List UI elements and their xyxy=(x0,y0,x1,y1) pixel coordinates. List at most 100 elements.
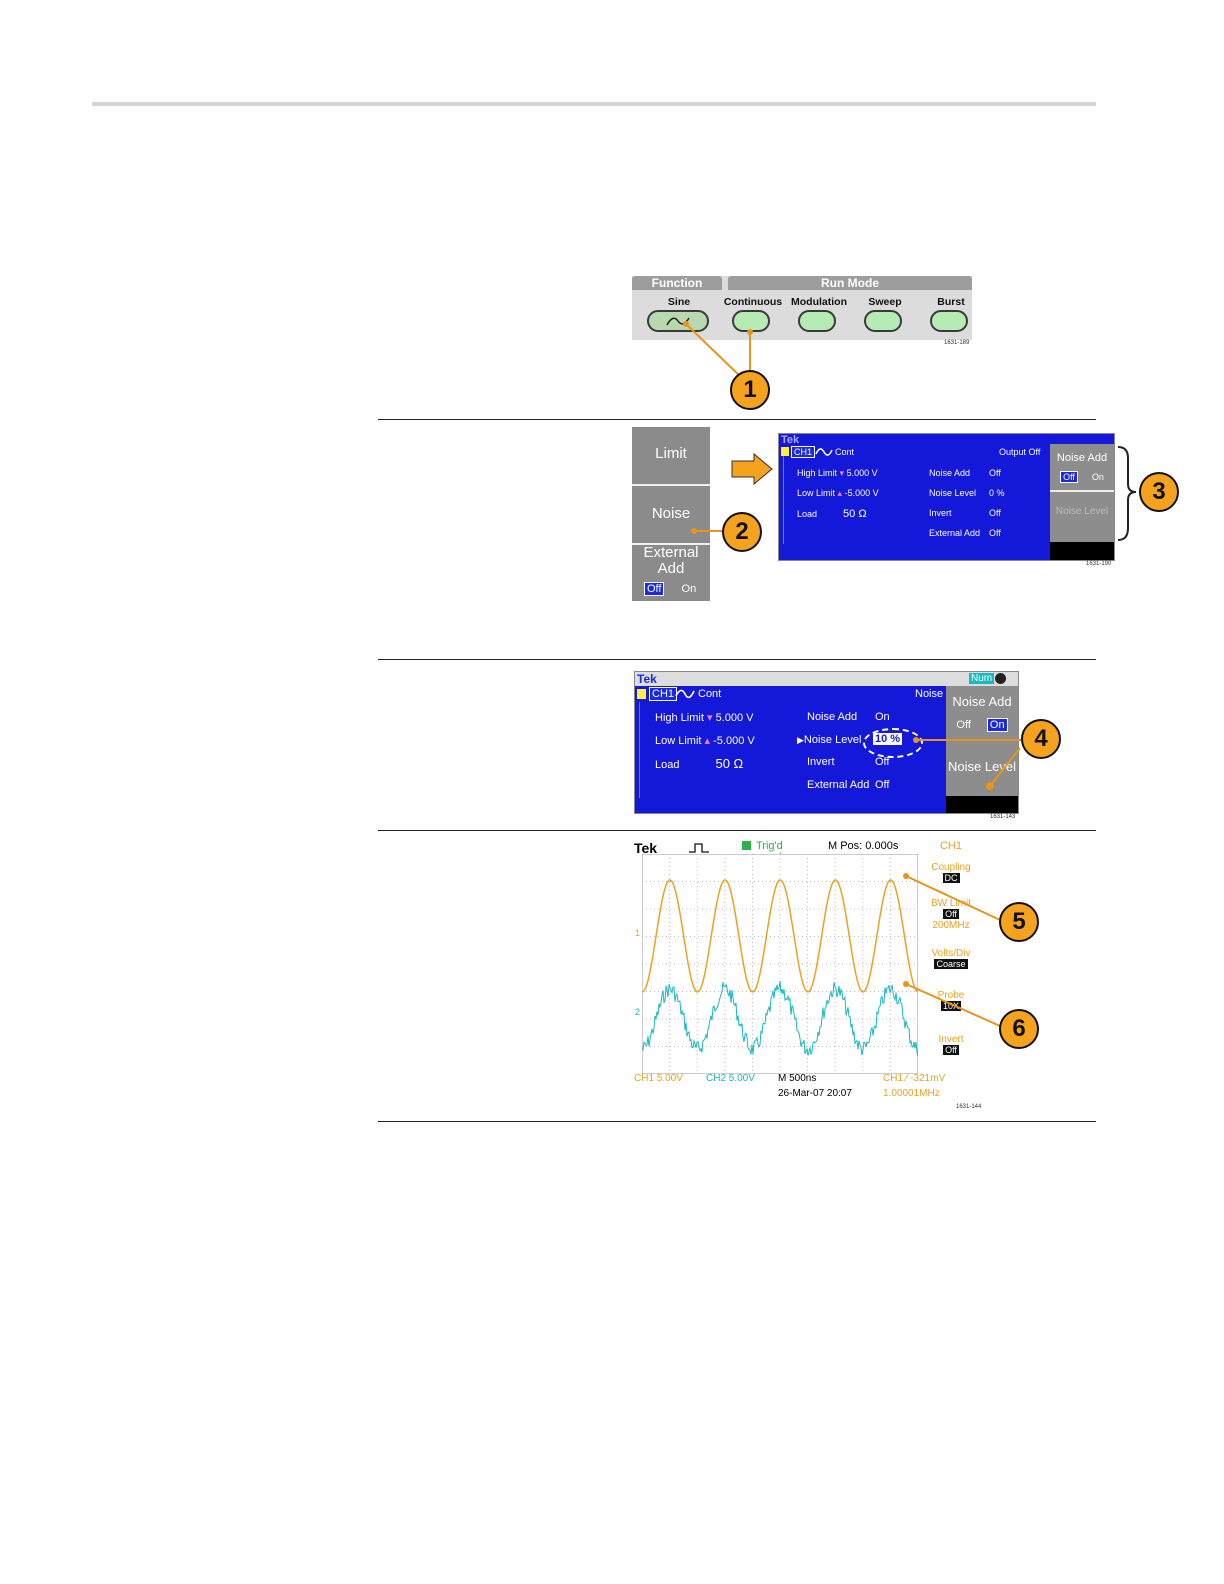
brand-logo: Tek xyxy=(634,840,658,856)
channel-label: CH1 xyxy=(649,687,678,701)
row-label: External Add xyxy=(807,779,870,791)
bracket xyxy=(1117,446,1137,541)
callout-5-6-leaders xyxy=(903,873,1001,1027)
callout-1: 1 xyxy=(730,370,770,410)
row-value: Off xyxy=(875,756,890,768)
header-rule xyxy=(92,102,1096,106)
callout-6: 6 xyxy=(999,1009,1039,1049)
modulation-button[interactable] xyxy=(798,310,836,332)
menu-status: Noise xyxy=(915,688,944,700)
trigger-icon xyxy=(742,841,751,850)
divider xyxy=(1050,490,1114,492)
output-status: Output Off xyxy=(999,447,1041,457)
scope-menu-value: DC xyxy=(942,873,960,883)
ch1-color-chip xyxy=(637,689,646,699)
limit-bar xyxy=(639,702,640,798)
front-panel: Function Run Mode Sine Continuous Modula… xyxy=(632,276,972,340)
limit-bar xyxy=(783,456,784,544)
noise-add-menu-title: Noise Add xyxy=(952,694,1012,709)
modulation-label: Modulation xyxy=(791,296,847,308)
row-label: Noise Level xyxy=(803,734,862,746)
section-rule xyxy=(378,659,1096,660)
m-position: M Pos: 0.000s xyxy=(828,840,899,852)
lock-icon xyxy=(995,673,1006,684)
sweep-label: Sweep xyxy=(868,296,902,308)
row-value: 5.000 V xyxy=(846,468,878,478)
toggle-off: Off xyxy=(1060,471,1078,483)
scope-menu-value: Off xyxy=(943,909,959,919)
ch1-marker: 1 xyxy=(635,928,641,938)
external-add-toggle[interactable]: Off On xyxy=(644,582,696,596)
row-label: High Limit xyxy=(655,712,704,724)
row-value: 50 Ω xyxy=(843,508,867,520)
row-value: -5.000 V xyxy=(844,488,879,498)
row-label: Noise Add xyxy=(929,468,971,478)
scope-menu-value: Off xyxy=(943,1045,959,1055)
channel-name: CH1 xyxy=(649,687,678,701)
row-value: Off xyxy=(989,468,1001,478)
callout-4-leaders xyxy=(913,737,1022,790)
row-value: On xyxy=(875,711,890,723)
runmode-header: Run Mode xyxy=(728,276,972,290)
external-add-button[interactable]: External Add xyxy=(636,545,706,577)
scope-menu-value: Coarse xyxy=(934,959,968,969)
arrow-icon xyxy=(731,452,773,486)
row-value: Off xyxy=(875,779,890,791)
ch1-color-chip xyxy=(781,447,789,456)
run-mode: Cont xyxy=(835,447,855,457)
burst-label: Burst xyxy=(937,296,965,308)
sine-wave-icon xyxy=(815,448,833,456)
waveform-display xyxy=(642,854,918,1074)
scope-menu-extra: 200MHz xyxy=(932,920,970,931)
row-value: Off xyxy=(989,528,1001,538)
callout-leaders xyxy=(683,321,753,381)
callout-4: 4 xyxy=(1021,719,1061,759)
scope-menu-label: Invert xyxy=(938,1034,964,1045)
sine-label: Sine xyxy=(667,296,691,308)
function-header: Function xyxy=(632,276,722,290)
row-label: Low Limit xyxy=(655,735,702,747)
highlight-ring xyxy=(863,728,923,758)
noise-level-menu[interactable]: Noise Level xyxy=(1055,506,1109,517)
callout-3: 3 xyxy=(1139,472,1179,512)
limit-button[interactable]: Limit xyxy=(634,445,708,462)
noise-level-menu[interactable]: Noise Level xyxy=(948,759,1016,774)
callout-2: 2 xyxy=(722,512,762,552)
row-label: Low Limit xyxy=(797,488,836,498)
figure-id: 1631-189 xyxy=(944,340,970,346)
section-rule xyxy=(378,830,1096,831)
figure-id: 1631-190 xyxy=(1086,561,1112,567)
sine-wave-icon xyxy=(675,689,695,699)
noise-add-menu-title: Noise Add xyxy=(1056,452,1108,464)
low-limit-row: Low Limit ▴ -5.000 V xyxy=(655,735,755,747)
noise-add-row: Noise Add Off xyxy=(929,468,1049,478)
timebase: M 500ns xyxy=(778,1073,817,1084)
generator-screen: Tek CH1 Cont Output Off High Limit ▾ 5.0… xyxy=(778,433,1115,561)
sweep-button[interactable] xyxy=(864,310,902,332)
row-label: Invert xyxy=(929,508,952,518)
selected-arrow-icon: ▶ xyxy=(797,735,804,745)
scope-menu-label: Coupling xyxy=(931,862,971,873)
high-limit-row: High Limit ▾ 5.000 V xyxy=(655,712,754,724)
menu-blank xyxy=(946,796,1018,813)
date-time: 26-Mar-07 20:07 xyxy=(778,1088,852,1099)
external-add-row: External Add Off xyxy=(807,779,927,791)
run-status-icon xyxy=(689,843,709,853)
side-menu-panel: Limit Noise External Add Off On xyxy=(632,427,710,601)
ch2-marker: 2 xyxy=(635,1007,641,1017)
row-value: 5.000 V xyxy=(715,712,754,724)
burst-button[interactable] xyxy=(930,310,968,332)
noise-button[interactable]: Noise xyxy=(634,505,708,522)
